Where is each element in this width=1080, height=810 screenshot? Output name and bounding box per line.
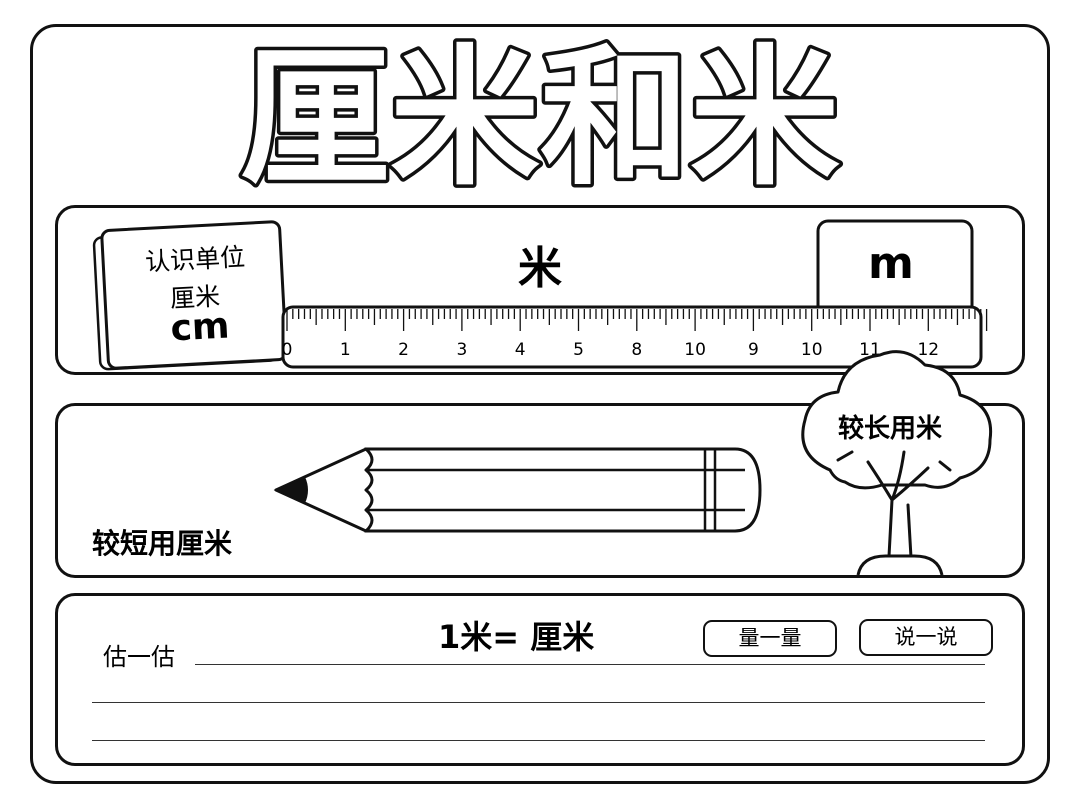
answer-line-2[interactable]: [92, 702, 985, 703]
ruler-number: 10: [684, 340, 706, 360]
equation: 1米= 厘米: [438, 618, 595, 656]
pencil-icon: [273, 447, 762, 533]
title-text: 厘米和米: [240, 32, 840, 200]
tree-icon: [801, 350, 993, 577]
ruler-number: 12: [917, 340, 939, 360]
ruler-ticks: [286, 309, 988, 331]
long-label: 较长用米: [838, 414, 943, 444]
estimate-label: 估一估: [103, 643, 175, 671]
page-frame: [30, 24, 1050, 784]
ruler-number: 8: [631, 340, 642, 360]
ruler: [281, 305, 983, 369]
answer-line-3[interactable]: [92, 740, 985, 741]
ruler-number: 2: [398, 340, 409, 360]
say-button[interactable]: 说一说: [859, 619, 993, 656]
measure-button[interactable]: 量一量: [703, 620, 837, 657]
ruler-number: 9: [748, 340, 759, 360]
worksheet-title: 厘米和米: [236, 29, 843, 201]
ruler-number: 10: [801, 340, 823, 360]
ruler-number: 0: [282, 340, 293, 360]
ruler-number: 4: [515, 340, 526, 360]
ruler-number: 5: [573, 340, 584, 360]
answer-line-1[interactable]: [195, 664, 985, 665]
ruler-number: 1: [340, 340, 351, 360]
short-label: 较短用厘米: [92, 527, 233, 560]
unit-box-label: m: [868, 238, 914, 289]
ruler-number: 3: [456, 340, 467, 360]
card-front: [100, 220, 288, 370]
center-label: 米: [518, 243, 562, 294]
